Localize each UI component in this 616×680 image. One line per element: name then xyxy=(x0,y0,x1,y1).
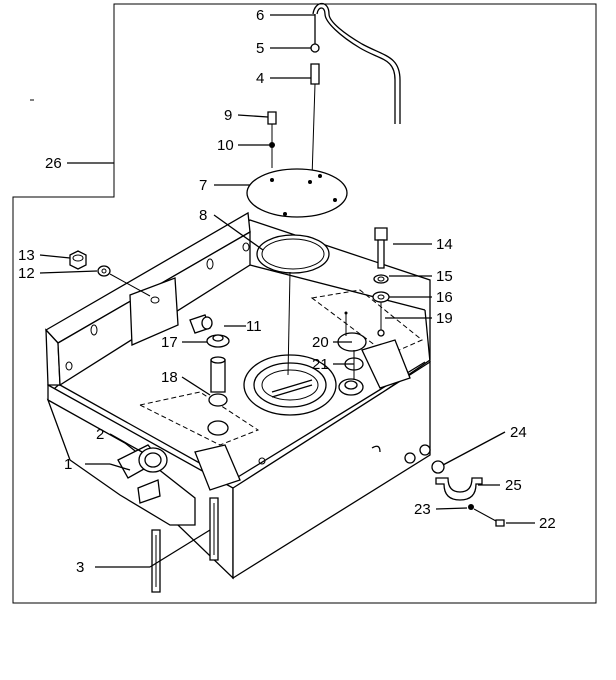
callout-14: 14 xyxy=(436,236,453,253)
part-11-bolt xyxy=(189,314,213,334)
part-12-washer xyxy=(97,265,151,297)
callout-16: 16 xyxy=(436,289,453,306)
leader-lines xyxy=(39,14,535,568)
callout-9: 9 xyxy=(224,107,232,124)
part-23-nut xyxy=(468,504,497,522)
callout-2: 2 xyxy=(96,426,104,443)
callout-12: 12 xyxy=(18,265,35,282)
part-7-cover-plate xyxy=(246,168,348,218)
callout-22: 22 xyxy=(539,515,556,532)
callout-23: 23 xyxy=(414,501,431,518)
part-4-fitting xyxy=(310,63,320,179)
callout-15: 15 xyxy=(436,268,453,285)
part-9-screw xyxy=(267,111,277,125)
callout-4: 4 xyxy=(256,70,264,87)
tank-body xyxy=(44,211,431,580)
part-8-gasket xyxy=(256,234,330,376)
callout-7: 7 xyxy=(199,177,207,194)
part-19-pin xyxy=(344,311,348,336)
callout-20: 20 xyxy=(312,334,329,351)
part-14-bolt xyxy=(374,227,388,269)
callout-5: 5 xyxy=(256,40,264,57)
callout-1: 1 xyxy=(64,456,72,473)
diagram-frame xyxy=(12,3,597,604)
part-17-cap xyxy=(206,334,230,348)
part-15-washer xyxy=(373,274,389,284)
callout-8: 8 xyxy=(199,207,207,224)
part-10-washer xyxy=(269,124,275,168)
part-24-fitting xyxy=(431,460,445,474)
part-22-screw xyxy=(495,519,505,527)
part-3-strap xyxy=(151,497,219,593)
callout-24: 24 xyxy=(510,424,527,441)
callout-18: 18 xyxy=(161,369,178,386)
part-2-lifting-eye xyxy=(137,447,168,504)
callout-25: 25 xyxy=(505,477,522,494)
callout-19: 19 xyxy=(436,310,453,327)
part-16-washer xyxy=(372,291,390,337)
part-13-nut xyxy=(69,250,87,270)
part-5-nut xyxy=(310,43,320,53)
callout-21: 21 xyxy=(312,356,329,373)
callout-11: 11 xyxy=(246,318,262,335)
callout-6: 6 xyxy=(256,7,264,24)
callout-labels: 6 5 4 9 10 26 7 8 13 12 11 17 18 14 15 1… xyxy=(18,7,556,576)
callout-10: 10 xyxy=(217,137,234,154)
callout-26: 26 xyxy=(45,155,62,172)
callout-17: 17 xyxy=(161,334,178,351)
part-18-sender xyxy=(207,356,229,436)
callout-13: 13 xyxy=(18,247,35,264)
part-25-clamp xyxy=(435,477,483,501)
part-6-vent-tube xyxy=(312,2,401,124)
callout-3: 3 xyxy=(76,559,84,576)
